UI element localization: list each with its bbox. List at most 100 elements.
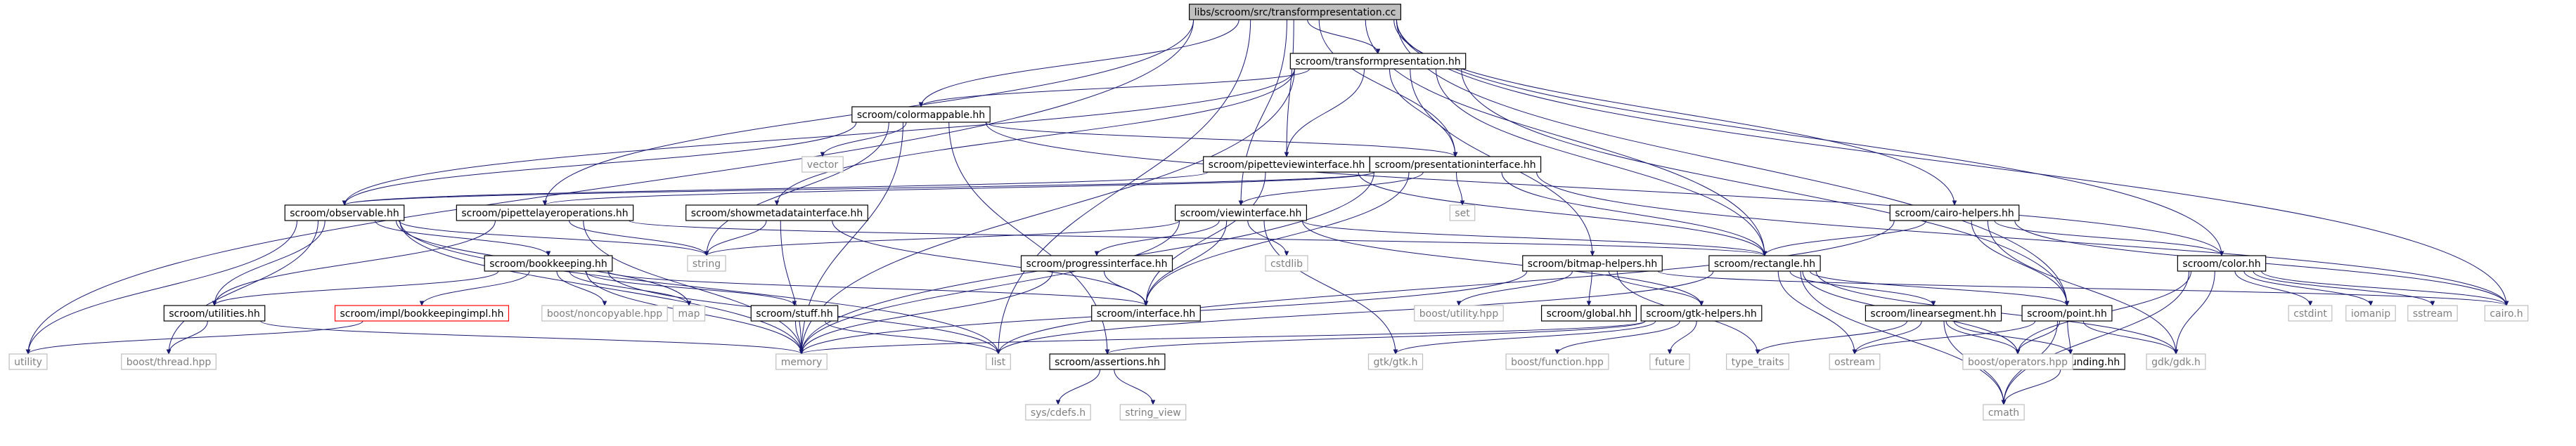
- node-box: [1540, 305, 1637, 322]
- graph-node-root[interactable]: libs/scroom/src/transformpresentation.cc: [1188, 4, 1402, 20]
- node-box: [334, 305, 510, 322]
- graph-node-gtkhelpers[interactable]: scroom/gtk-helpers.hh: [1640, 305, 1763, 322]
- node-label: sstream: [2413, 308, 2452, 320]
- node-box: [1188, 4, 1402, 20]
- node-box: [1983, 404, 2025, 421]
- edge-progressint-to-memory: [801, 270, 1053, 354]
- node-box: [456, 204, 634, 221]
- edge-observable-to-utility: [28, 220, 297, 354]
- edge-gtkhelpers-to-memory: [801, 320, 1646, 354]
- node-box: [851, 106, 991, 123]
- graph-node-progressint[interactable]: scroom/progressinterface.hh: [1020, 255, 1173, 272]
- edge-colormappable-to-vector: [823, 122, 907, 157]
- graph-node-point[interactable]: scroom/point.hh: [2021, 305, 2113, 322]
- node-box: [801, 156, 844, 173]
- graph-node-presint[interactable]: scroom/presentationinterface.hh: [1369, 156, 1542, 173]
- graph-node-observable[interactable]: scroom/observable.hh: [284, 204, 405, 221]
- node-label: map: [678, 308, 700, 320]
- edge-presint-to-pipettelayer: [545, 171, 1374, 205]
- graph-node-global[interactable]: scroom/global.hh: [1540, 305, 1637, 322]
- node-label: gdk/gdk.h: [2151, 357, 2201, 368]
- graph-node-bitmaphelpers[interactable]: scroom/bitmap-helpers.hh: [1522, 255, 1663, 272]
- node-box: [2177, 255, 2267, 272]
- node-box: [1020, 255, 1173, 272]
- node-box: [163, 305, 266, 322]
- edge-observable-to-string: [398, 220, 707, 256]
- edge-color-to-gdkgdk: [2176, 270, 2215, 354]
- graph-node-boostoperators: boost/operators.hpp: [1962, 353, 2073, 370]
- edge-viewint-to-gtkhelpers: [1301, 220, 1701, 306]
- graph-node-ostream: ostream: [1829, 353, 1881, 370]
- edge-presint-to-set: [1456, 171, 1463, 205]
- graph-node-viewint[interactable]: scroom/viewinterface.hh: [1174, 204, 1308, 221]
- graph-node-showmeta[interactable]: scroom/showmetadatainterface.hh: [685, 204, 868, 221]
- graph-node-rectangle[interactable]: scroom/rectangle.hh: [1708, 255, 1821, 272]
- edge-pipetteview-to-interface: [1146, 171, 1266, 306]
- node-box: [1505, 353, 1609, 370]
- graph-node-interface[interactable]: scroom/interface.hh: [1091, 305, 1201, 322]
- graph-node-colormappable[interactable]: scroom/colormappable.hh: [851, 106, 991, 123]
- graph-node-iomanip: iomanip: [2345, 305, 2396, 322]
- edge-presint-to-observable: [344, 171, 1374, 205]
- node-box: [1119, 404, 1187, 421]
- edge-cairohelpers-to-list: [998, 220, 1895, 354]
- edge-utilities-to-boostthread: [169, 320, 208, 354]
- node-box: [685, 204, 868, 221]
- node-label: vector: [807, 159, 839, 171]
- node-label: cstdlib: [1270, 258, 1303, 270]
- edge-gtkhelpers-to-gtkgtk: [1396, 320, 1656, 354]
- edge-colormappable-to-assertions: [948, 122, 1107, 354]
- graph-node-cstdint: cstdint: [2288, 305, 2333, 322]
- graph-node-utilities[interactable]: scroom/utilities.hh: [163, 305, 266, 322]
- graph-node-stuff[interactable]: scroom/stuff.hh: [750, 305, 839, 322]
- graph-node-syscdefs: sys/cdefs.h: [1025, 404, 1091, 421]
- graph-node-pipetteview[interactable]: scroom/pipetteviewinterface.hh: [1203, 156, 1370, 173]
- graph-node-assertions[interactable]: scroom/assertions.hh: [1049, 353, 1166, 370]
- edge-viewint-to-progressint: [1097, 220, 1220, 256]
- node-box: [1414, 305, 1504, 322]
- node-box: [1865, 305, 2002, 322]
- edge-bookkeeping-to-bkimpl: [422, 270, 530, 306]
- node-box: [2288, 305, 2333, 322]
- node-label: set: [1455, 208, 1470, 219]
- edge-bookkeeping-to-interface: [607, 270, 1146, 306]
- graph-node-linearsegment[interactable]: scroom/linearsegment.hh: [1865, 305, 2002, 322]
- edge-root-to-viewint: [1241, 19, 1287, 205]
- node-box: [121, 353, 217, 370]
- node-box: [2345, 305, 2396, 322]
- edge-point-to-rounding: [2067, 320, 2071, 354]
- graph-node-boostthread: boost/thread.hpp: [121, 353, 217, 370]
- edge-root-to-presint: [1318, 19, 1455, 157]
- graph-node-cairohelpers[interactable]: scroom/cairo-helpers.hh: [1889, 204, 2020, 221]
- node-label: scroom/stuff.hh: [756, 308, 832, 320]
- edge-viewint-to-cstdlib: [1247, 220, 1287, 256]
- edge-tp_hh-to-colormappable: [921, 68, 1310, 107]
- graph-node-bkimpl[interactable]: scroom/impl/bookkeepingimpl.hh: [334, 305, 510, 322]
- edge-colormappable-to-observable: [344, 122, 857, 205]
- edge-point-to-boostoperators: [2018, 320, 2060, 354]
- node-box: [1367, 353, 1424, 370]
- graph-node-color[interactable]: scroom/color.hh: [2177, 255, 2267, 272]
- node-label: memory: [781, 357, 823, 368]
- graph-node-pipettelayer[interactable]: scroom/pipettelayeroperations.hh: [456, 204, 634, 221]
- node-label: boost/function.hpp: [1511, 357, 1604, 368]
- node-label: scroom/utilities.hh: [169, 308, 259, 320]
- edge-pipettelayer-to-memory: [583, 220, 801, 354]
- node-label: string: [693, 258, 721, 270]
- edge-showmeta-to-string: [707, 220, 767, 256]
- node-box: [2146, 353, 2206, 370]
- graph-node-bookkeeping[interactable]: scroom/bookkeeping.hh: [484, 255, 613, 272]
- edge-viewint-to-gtkgtk: [1263, 220, 1396, 354]
- graph-node-utility: utility: [8, 353, 48, 370]
- edge-root-to-list: [998, 19, 1251, 354]
- edge-presint-to-cairoh: [1536, 171, 2506, 306]
- node-label: scroom/impl/bookkeepingimpl.hh: [340, 308, 504, 320]
- node-label: scroom/gtk-helpers.hh: [1646, 308, 1757, 320]
- graph-node-cmath: cmath: [1983, 404, 2025, 421]
- graph-node-tp-hh[interactable]: scroom/transformpresentation.hh: [1289, 53, 1467, 70]
- graph-node-string-view: string_view: [1119, 404, 1187, 421]
- graph-node-cairoh: cairo.h: [2484, 305, 2529, 322]
- node-label: scroom/bitmap-helpers.hh: [1528, 258, 1657, 270]
- node-label: type_traits: [1732, 357, 1784, 368]
